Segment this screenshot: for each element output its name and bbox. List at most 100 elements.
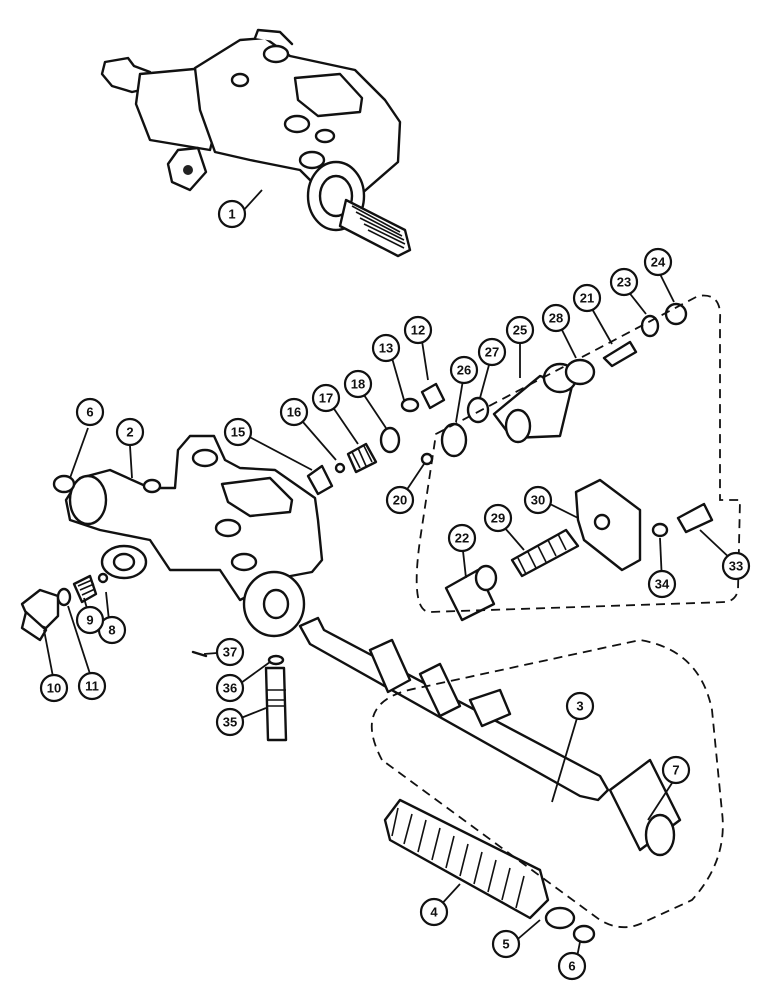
- svg-text:4: 4: [430, 905, 438, 920]
- svg-text:1: 1: [228, 207, 235, 222]
- callout-33: 33: [721, 551, 751, 581]
- svg-text:6: 6: [568, 959, 575, 974]
- svg-text:22: 22: [455, 531, 469, 546]
- spool-part-3: [298, 616, 610, 802]
- callout-16: 16: [279, 397, 309, 427]
- ball-part-16: [334, 462, 346, 474]
- svg-text:36: 36: [223, 681, 237, 696]
- svg-text:12: 12: [411, 323, 425, 338]
- pin-part-21: [602, 340, 638, 368]
- washer-part-5: [544, 906, 576, 930]
- ring-part-28: [564, 358, 596, 386]
- callout-21: 21: [572, 283, 602, 313]
- svg-text:28: 28: [549, 311, 563, 326]
- svg-text:29: 29: [491, 511, 505, 526]
- svg-text:25: 25: [513, 323, 527, 338]
- svg-text:34: 34: [655, 577, 670, 592]
- svg-text:27: 27: [485, 345, 499, 360]
- callout-35: 35: [215, 707, 245, 737]
- callout-9: 9: [75, 605, 105, 635]
- ball-part-8: [97, 572, 109, 584]
- callout-7: 7: [661, 755, 691, 785]
- left-fittings: [20, 474, 288, 742]
- callout-11: 11: [77, 671, 107, 701]
- svg-text:2: 2: [126, 425, 133, 440]
- callout-2: 2: [115, 417, 145, 447]
- kit-outline-upper: [415, 294, 741, 613]
- svg-text:6: 6: [86, 405, 93, 420]
- valve-body-part-2: [64, 434, 324, 638]
- callout-18: 18: [343, 369, 373, 399]
- ring-part-24: [664, 302, 688, 326]
- valve-assembly-part-1: [100, 28, 412, 258]
- callout-23: 23: [609, 267, 639, 297]
- callout-10: 10: [39, 673, 69, 703]
- callout-13: 13: [371, 333, 401, 363]
- kit-outline-lower: [371, 639, 724, 929]
- svg-text:15: 15: [231, 425, 245, 440]
- callout-17: 17: [311, 383, 341, 413]
- seat-part-15: [306, 464, 334, 496]
- spring-part-9: [72, 574, 98, 604]
- callout-34: 34: [647, 569, 677, 599]
- callout-4: 4: [419, 897, 449, 927]
- svg-text:13: 13: [379, 341, 393, 356]
- pin-part-37: [191, 650, 208, 658]
- callout-27: 27: [477, 337, 507, 367]
- callout-37: 37: [215, 637, 245, 667]
- svg-text:8: 8: [108, 623, 115, 638]
- svg-text:17: 17: [319, 391, 333, 406]
- o-ring-part-13: [400, 397, 420, 413]
- svg-text:20: 20: [393, 493, 407, 508]
- svg-text:30: 30: [531, 493, 545, 508]
- sleeve-part-7: [608, 758, 682, 857]
- callout-25: 25: [505, 315, 535, 345]
- callout-22: 22: [447, 523, 477, 553]
- svg-text:23: 23: [617, 275, 631, 290]
- svg-text:11: 11: [85, 679, 99, 694]
- o-ring-part-36: [267, 654, 285, 666]
- svg-text:5: 5: [502, 937, 509, 952]
- svg-text:3: 3: [576, 699, 583, 714]
- snap-ring-part-6-top: [52, 474, 76, 494]
- o-ring-part-11: [56, 587, 72, 607]
- callout-6-bottom: 6: [557, 951, 587, 981]
- spring-part-29: [510, 528, 580, 578]
- svg-text:10: 10: [47, 681, 61, 696]
- callout-12: 12: [403, 315, 433, 345]
- callout-28: 28: [541, 303, 571, 333]
- callout-3: 3: [565, 691, 595, 721]
- callout-1: 1: [217, 199, 247, 229]
- callout-6-top: 6: [75, 397, 105, 427]
- callout-5: 5: [491, 929, 521, 959]
- svg-text:21: 21: [580, 291, 594, 306]
- svg-text:26: 26: [457, 363, 471, 378]
- svg-text:33: 33: [729, 559, 743, 574]
- screw-part-33: [676, 502, 714, 534]
- spring-part-4: [383, 798, 550, 920]
- svg-text:9: 9: [86, 613, 93, 628]
- leader-lines: [43, 189, 735, 963]
- ring-part-27: [466, 396, 490, 424]
- callout-26: 26: [449, 355, 479, 385]
- callout-24: 24: [643, 247, 673, 277]
- plug-part-12: [420, 382, 446, 410]
- plunger-kit-parts: [306, 302, 714, 622]
- svg-text:35: 35: [223, 715, 237, 730]
- ring-part-26: [440, 422, 468, 458]
- svg-text:16: 16: [287, 405, 301, 420]
- callout-30: 30: [523, 485, 553, 515]
- callout-29: 29: [483, 503, 513, 533]
- snap-ring-part-6-bottom: [572, 924, 596, 944]
- callout-20: 20: [385, 485, 415, 515]
- svg-text:18: 18: [351, 377, 365, 392]
- washer-part-34: [651, 522, 669, 538]
- svg-text:24: 24: [651, 255, 666, 270]
- stud-part-35: [264, 666, 288, 742]
- callout-36: 36: [215, 673, 245, 703]
- ball-part-20: [420, 452, 434, 466]
- svg-text:7: 7: [672, 763, 679, 778]
- callout-15: 15: [223, 417, 253, 447]
- ring-part-18: [379, 426, 401, 454]
